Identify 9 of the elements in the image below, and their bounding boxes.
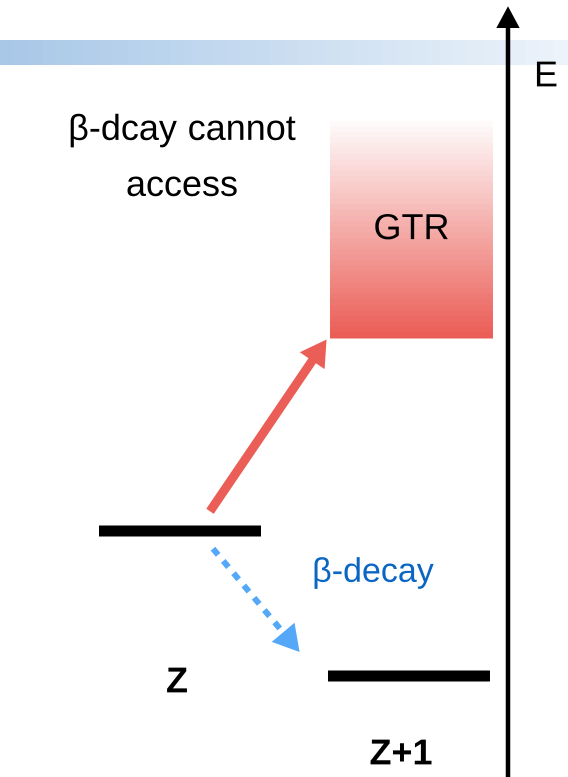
resonance-box: GTR xyxy=(330,115,493,338)
axis-label: E xyxy=(536,62,556,86)
energy-level xyxy=(99,526,261,536)
node-label: GTR xyxy=(375,214,448,240)
annotation-text: β-dcay cannot access xyxy=(70,114,296,196)
energy-level xyxy=(328,670,490,682)
edge-label: β-decay xyxy=(314,557,434,589)
level-label: Z xyxy=(167,668,187,692)
level-label: Z+1 xyxy=(370,740,432,764)
